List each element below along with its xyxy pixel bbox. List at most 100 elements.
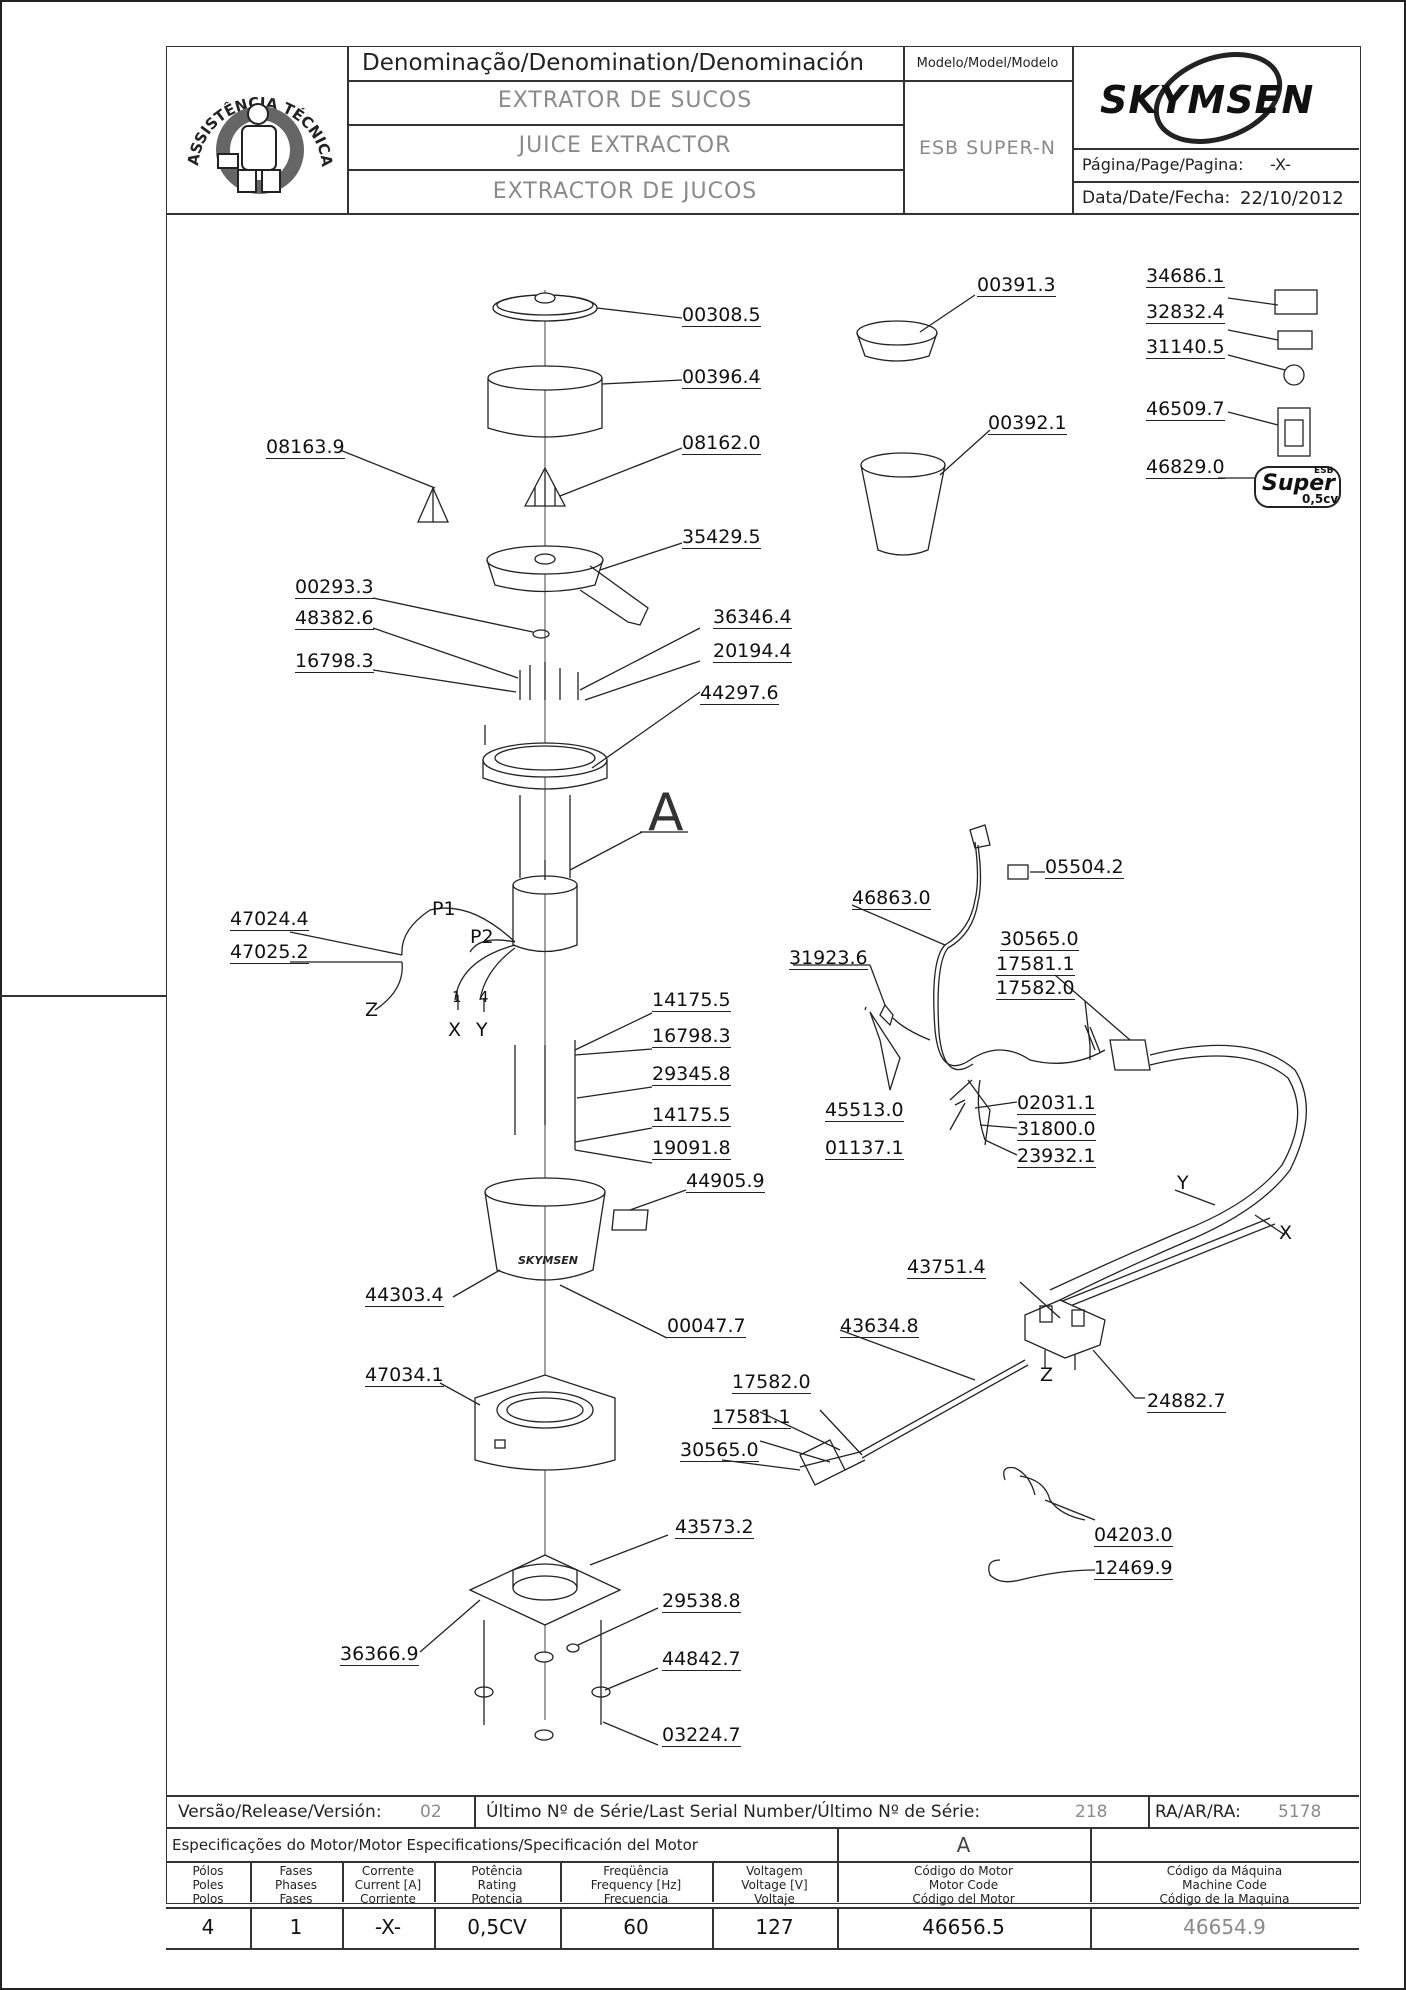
ra-label: RA/AR/RA: <box>1155 1802 1241 1822</box>
val-voltage: 127 <box>755 1915 794 1939</box>
val-poles: 4 <box>201 1915 215 1939</box>
part-label: 14175.5 <box>652 1104 731 1127</box>
serial-value: 218 <box>1075 1802 1108 1822</box>
switch-cable-part <box>721 1329 1029 1486</box>
part-label: 43634.8 <box>840 1315 919 1338</box>
footer-bottom-line <box>166 1948 1359 1950</box>
motor-housing-part: SKYMSEN <box>452 1177 668 1339</box>
part-label: 00293.3 <box>295 576 374 599</box>
wire-label-p1: P1 <box>432 898 456 920</box>
warning-label-part <box>611 1189 687 1231</box>
part-label: 32832.4 <box>1146 301 1225 324</box>
power-cord-part <box>793 824 1308 1319</box>
val-current: -X- <box>374 1915 402 1939</box>
part-label: 43573.2 <box>675 1516 754 1539</box>
footer-col-3 <box>434 1861 436 1902</box>
reamer-small-part <box>339 449 449 523</box>
part-label: 31140.5 <box>1146 336 1225 359</box>
wire-label-x2: X <box>1279 1222 1293 1244</box>
svg-text:SKYMSEN: SKYMSEN <box>518 1254 578 1267</box>
cable-clamps-part <box>988 1466 1096 1583</box>
reamer-large-part <box>523 447 683 507</box>
footer-divider-machine <box>1090 1827 1092 1902</box>
part-label: 14175.5 <box>652 989 731 1012</box>
ra-value: 5178 <box>1278 1802 1322 1822</box>
denomination-title: Denominação/Denomination/Denominación <box>362 50 864 76</box>
product-name-es: EXTRACTOR DE JUCOS <box>492 179 758 204</box>
svg-text:A: A <box>648 783 684 843</box>
cup-part <box>860 429 991 556</box>
value-col-2 <box>342 1907 344 1948</box>
part-label: 44297.6 <box>700 682 779 705</box>
serial-label: Último Nº de Série/Last Serial Number/Úl… <box>486 1802 981 1822</box>
value-col-4 <box>560 1907 562 1948</box>
footer-divider-serial <box>474 1795 476 1827</box>
header-divider-1 <box>347 46 349 214</box>
date-label: Data/Date/Fecha: <box>1082 188 1231 208</box>
terminal-board-part <box>1019 1281 1145 1399</box>
header-row-line-2 <box>347 124 903 126</box>
wire-label-y2: Y <box>1177 1172 1189 1194</box>
badge-esb-text: ESB <box>1314 466 1334 476</box>
part-label: 46509.7 <box>1146 398 1225 421</box>
part-label: 30565.0 <box>680 1439 759 1462</box>
footer-col-1 <box>250 1861 252 1902</box>
val-frequency: 60 <box>623 1915 649 1939</box>
val-machine-code: 46654.9 <box>1183 1915 1266 1939</box>
footer-divider-motor <box>837 1827 839 1902</box>
val-power: 0,5CV <box>467 1915 527 1939</box>
value-col-3 <box>434 1907 436 1948</box>
footer-line-2 <box>166 1827 1359 1829</box>
model-title: Modelo/Model/Modelo <box>916 56 1059 71</box>
wire-label-4: 4 <box>479 988 489 1006</box>
model-value: ESB SUPER-N <box>918 137 1057 159</box>
stickers-group <box>1218 289 1341 508</box>
part-label: 08163.9 <box>266 436 345 459</box>
part-label: 47034.1 <box>365 1364 444 1387</box>
part-label: 24882.7 <box>1147 1390 1226 1413</box>
header-row-line-3 <box>347 169 903 171</box>
part-label: 30565.0 <box>1000 928 1079 951</box>
version-label: Versão/Release/Versión: <box>178 1802 382 1822</box>
seal-ring-part <box>372 597 550 639</box>
part-label: 48382.6 <box>295 607 374 630</box>
wire-label-p2: P2 <box>470 926 494 948</box>
wire-label-x: X <box>448 1019 462 1041</box>
part-label: 43751.4 <box>907 1256 986 1279</box>
part-label: 46829.0 <box>1146 456 1225 479</box>
fold-mark <box>0 995 166 997</box>
part-label: 17581.1 <box>712 1406 791 1429</box>
lid-part <box>492 292 683 322</box>
screw-set <box>372 627 701 745</box>
part-label: 17582.0 <box>732 1371 811 1394</box>
header-row-line-1 <box>347 80 903 82</box>
part-label: 17581.1 <box>996 953 1075 976</box>
part-label: 00396.4 <box>682 366 761 389</box>
wire-label-z: Z <box>365 999 379 1021</box>
footer-line-1 <box>166 1795 1359 1797</box>
part-label: 35429.5 <box>682 526 761 549</box>
part-label: 31923.6 <box>789 947 868 970</box>
bottom-plate-part <box>419 1534 669 1653</box>
part-label: 02031.1 <box>1017 1092 1096 1115</box>
part-label: 23932.1 <box>1017 1145 1096 1168</box>
header-bottom-line <box>166 213 1359 215</box>
part-label: 31800.0 <box>1017 1118 1096 1141</box>
value-col-6 <box>837 1907 839 1948</box>
badge-power-text: 0,5cv <box>1302 492 1339 506</box>
date-value: 22/10/2012 <box>1240 188 1344 209</box>
part-label: 12469.9 <box>1094 1557 1173 1580</box>
brand-logo: SKYMSEN <box>1080 50 1350 145</box>
part-label: 03224.7 <box>662 1724 741 1747</box>
part-label: 16798.3 <box>295 650 374 673</box>
motor-spec-title: Especificações do Motor/Motor Especifica… <box>172 1836 698 1854</box>
authorized-service-seal: ASSISTÊNCIA TÉCNICA AUTORIZADA <box>172 50 336 194</box>
part-label: 29538.8 <box>662 1590 741 1613</box>
drawing-border <box>166 46 1361 1904</box>
footer-col-5 <box>712 1861 714 1902</box>
